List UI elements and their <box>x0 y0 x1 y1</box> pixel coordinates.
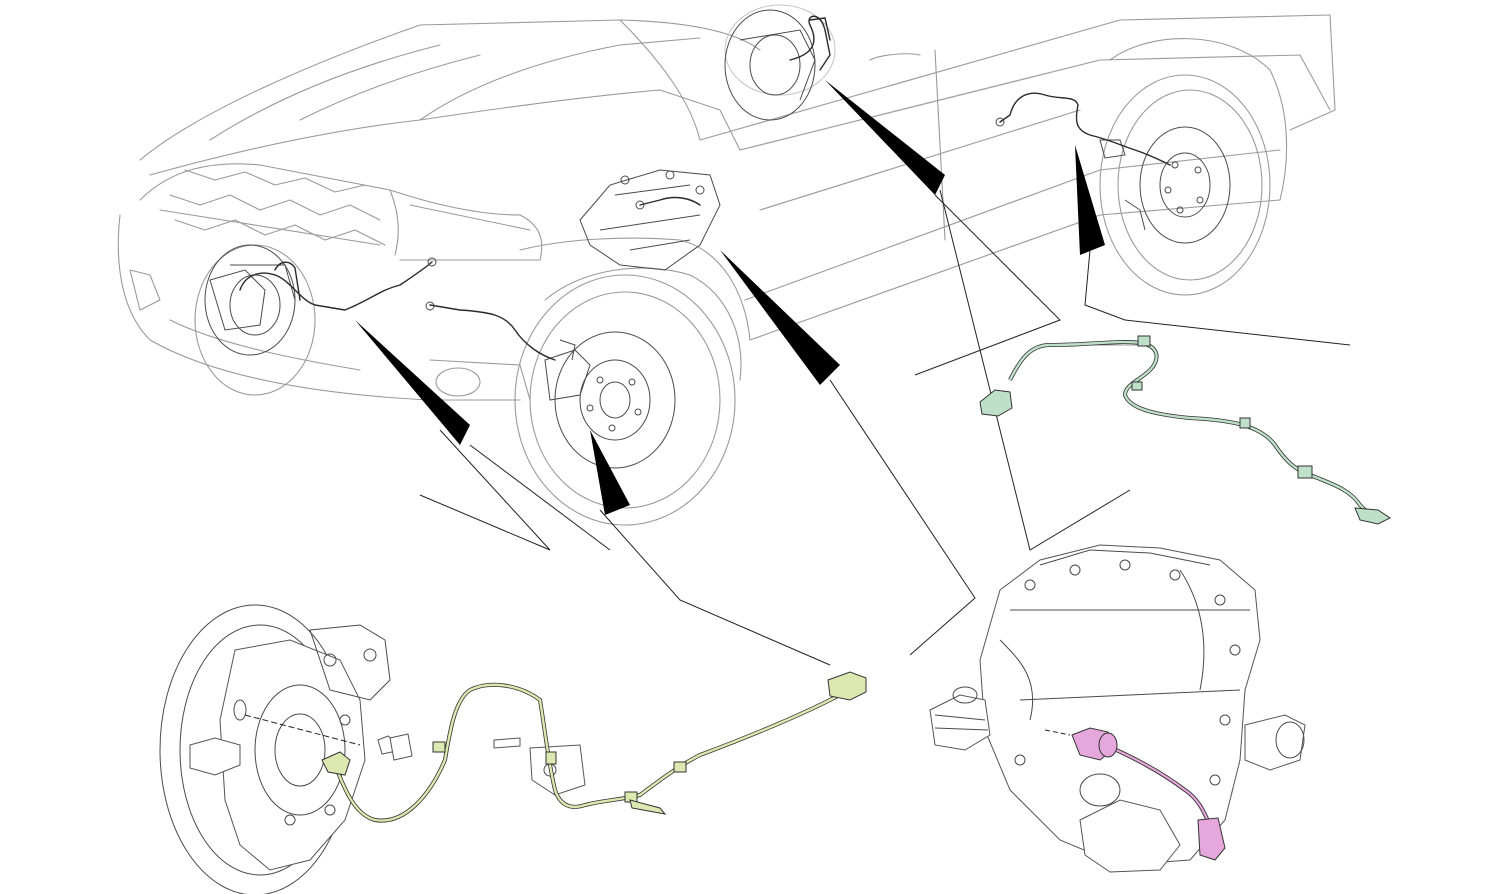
transfer-sensor-connector <box>1197 817 1226 861</box>
wedge-transfer <box>720 250 840 385</box>
rear-left-brake <box>724 9 831 121</box>
rear-sensor-head <box>1354 507 1391 525</box>
wedge-front-right <box>590 430 630 515</box>
front-sensor-connector <box>827 671 867 701</box>
front-right-hub <box>544 331 676 469</box>
front-sensor-head <box>321 751 351 776</box>
rear-sensor-grommet <box>1137 335 1151 347</box>
rear-wheel-speed-sensor-detail <box>979 335 1391 525</box>
transfer-case-in-vehicle <box>579 169 721 271</box>
wedge-front-left <box>355 320 470 445</box>
vehicle-outline <box>117 4 1336 526</box>
wedge-rear-left <box>825 80 945 195</box>
leader-wedges <box>355 80 1105 515</box>
rear-sensor-connector <box>979 389 1013 417</box>
rear-right-hub <box>1099 126 1231 244</box>
rear-sensor-cable <box>1008 340 1371 516</box>
abs-harness <box>239 92 1171 361</box>
transfer-sensor-cable <box>1104 743 1211 826</box>
front-hub-detail <box>159 604 867 894</box>
leader-lines <box>419 189 1351 666</box>
wedge-rear-right <box>1075 145 1105 255</box>
front-sensor-cable <box>333 683 853 822</box>
front-left-hub <box>204 244 296 356</box>
transfer-case-detail <box>929 544 1306 873</box>
